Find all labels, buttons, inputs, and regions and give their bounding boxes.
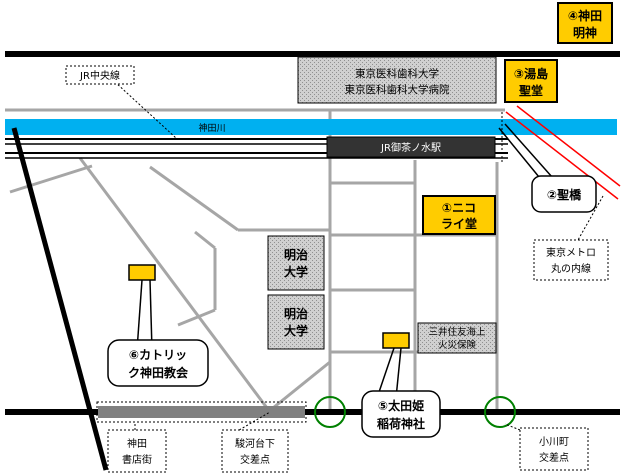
metro-line1: 東京メトロ — [546, 246, 596, 259]
tmdu-name: 東京医科歯科大学 — [355, 67, 439, 80]
jinbocho-line1: 神田 — [127, 437, 147, 450]
surugadai-label: 駿河台下 交差点 — [221, 429, 289, 473]
meiji-1-line2: 大学 — [284, 264, 308, 279]
ochanomizu-station: JR御茶ノ水駅 — [326, 136, 496, 158]
street-line — [194, 230, 216, 250]
tmdu-hospital-name: 東京医科歯科大学病院 — [345, 83, 450, 96]
surugadai-line1: 駿河台下 — [235, 437, 275, 450]
mitsui-line2: 火災保険 — [438, 339, 477, 351]
jr-chuo-label: JR中央線 — [65, 65, 135, 85]
yushima-line1: ③湯島 — [514, 66, 548, 81]
nikolai-line2: ライ堂 — [441, 216, 477, 231]
street-line — [78, 157, 272, 413]
metro-label: 東京メトロ 丸の内線 — [533, 239, 609, 281]
metro-line — [505, 105, 621, 200]
station-name: JR御茶ノ水駅 — [380, 141, 441, 154]
bookstore-street — [98, 406, 305, 418]
landmark-yushima-seido: ③湯島 聖堂 — [504, 59, 558, 103]
kanda-church-line1: ⑥カトリッ — [129, 348, 187, 362]
taita-line2: 稲荷神社 — [377, 416, 425, 431]
mitsui-line1: 三井住友海上 — [428, 326, 486, 338]
taita-shrine-bubble: ⑤太田姫 稲荷神社 — [361, 390, 441, 438]
rail-corridor — [5, 119, 617, 159]
meiji-2-line1: 明治 — [284, 306, 308, 321]
landmark-nikolai-do: ①ニコ ライ堂 — [422, 195, 496, 235]
kanda-river — [5, 119, 617, 135]
hijiribashi-label: ②聖橋 — [547, 187, 582, 202]
surugadai-intersection — [314, 396, 346, 428]
metro-line2: 丸の内線 — [551, 262, 591, 275]
ogawamachi-intersection — [484, 396, 516, 428]
nikolai-line1: ①ニコ — [442, 201, 476, 215]
meiji-1-line1: 明治 — [284, 247, 308, 262]
building-mitsui: 三井住友海上 火災保険 — [417, 322, 497, 354]
building-tmdu: 東京医科歯科大学 東京医科歯科大学病院 — [297, 56, 497, 104]
building-meiji-1: 明治 大学 — [267, 235, 325, 291]
diagonal-road — [11, 127, 109, 471]
river-label: 神田川 — [198, 122, 225, 134]
hijiribashi-bubble: ②聖橋 — [531, 175, 597, 213]
yushima-line2: 聖堂 — [519, 83, 543, 98]
street-line — [9, 164, 93, 194]
kanda-myojin-line2: 明神 — [573, 25, 597, 40]
streets — [5, 108, 505, 414]
jinbocho-line2: 書店街 — [122, 453, 152, 466]
taita-line1: ⑤太田姫 — [378, 398, 424, 413]
ogawamachi-label: 小川町 交差点 — [519, 427, 589, 471]
taita-shrine-marker — [382, 332, 410, 349]
kanda-church-bubble: ⑥カトリッ ク神田教会 — [107, 339, 209, 387]
kanda-church-line2: ク神田教会 — [128, 365, 189, 380]
jinbocho-label: 神田 書店街 — [107, 429, 167, 473]
kanda-church-marker — [128, 264, 156, 281]
kanda-myojin-line1: ④神田 — [568, 8, 602, 23]
ogawamachi-line1: 小川町 — [539, 436, 569, 448]
street-line — [177, 308, 216, 327]
meiji-2-line2: 大学 — [284, 323, 308, 338]
street-line — [267, 360, 331, 414]
jr-chuo-text: JR中央線 — [79, 69, 120, 82]
surugadai-line2: 交差点 — [240, 453, 270, 466]
landmark-kanda-myojin: ④神田 明神 — [557, 2, 613, 44]
building-meiji-2: 明治 大学 — [267, 294, 325, 350]
street-line — [149, 165, 239, 232]
ogawamachi-line2: 交差点 — [539, 451, 569, 464]
